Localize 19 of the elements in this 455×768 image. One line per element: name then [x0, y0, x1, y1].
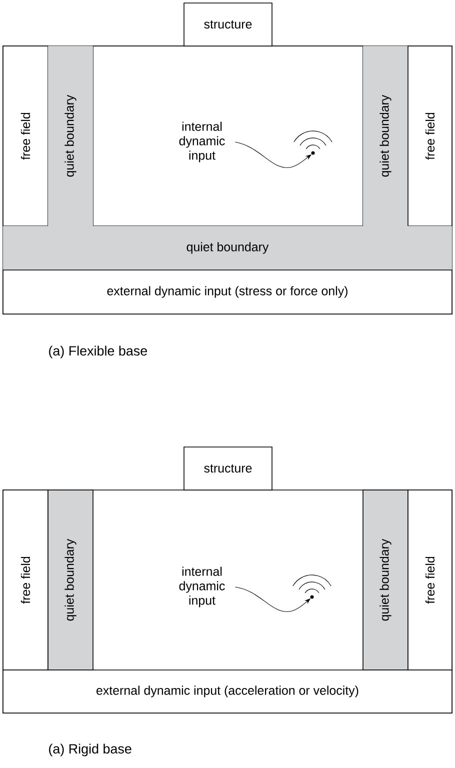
node-label: quiet boundary [64, 94, 76, 177]
source-label: internal dynamic input [179, 122, 225, 162]
caption: (a) Flexible base [49, 346, 147, 358]
source-label: internal dynamic input [179, 566, 225, 608]
structure-box: structure [184, 2, 272, 46]
node-label: quiet boundary [380, 94, 392, 177]
free-field-band: free field [408, 46, 452, 226]
quiet-boundary-band: quiet boundary [48, 490, 94, 670]
signal-source-icon [294, 130, 332, 155]
signal-source-icon [292, 574, 332, 599]
free-field-band: free field [2, 490, 48, 670]
external-input-band: external dynamic input (stress or force only) [2, 270, 452, 314]
caption: (a) Rigid base [49, 744, 132, 756]
quiet-boundary-band: quiet boundary [362, 490, 408, 670]
quiet-boundary-band: quiet boundary [48, 46, 93, 226]
free-field-band: free field [2, 46, 48, 226]
free-field-band: free field [408, 490, 452, 670]
quiet-boundary-band: quiet boundary [363, 46, 408, 226]
structure-box: structure [184, 446, 272, 490]
